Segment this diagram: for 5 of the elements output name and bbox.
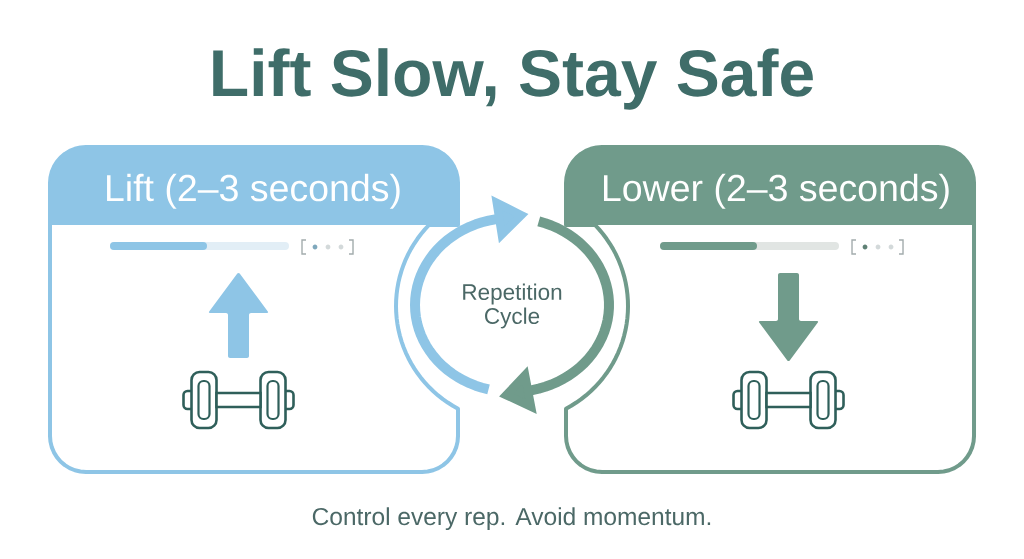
- card-header: Lift (2–3 seconds): [50, 147, 458, 225]
- title: Lift Slow, Stay Safe: [213, 48, 813, 110]
- caption: Control every rep. Avoid momentum.: [312, 507, 711, 531]
- card-header: Lower (2–3 seconds): [566, 147, 974, 225]
- center-label: Repetition Cycle: [463, 283, 562, 329]
